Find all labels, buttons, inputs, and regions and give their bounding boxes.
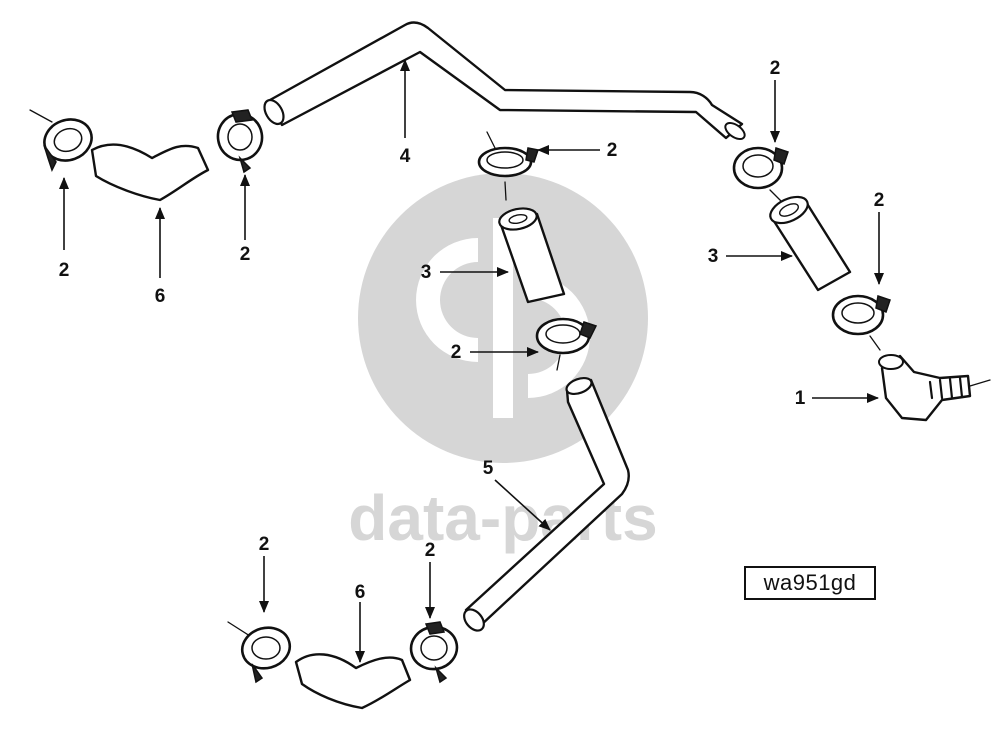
- callout-3: 3: [421, 262, 432, 283]
- callout-3: 3: [708, 246, 719, 267]
- callout-1: 1: [795, 388, 806, 409]
- callout-2: 2: [59, 260, 70, 281]
- hose-clamp: [477, 131, 539, 201]
- hose-clamp: [409, 621, 459, 684]
- hose-clamp: [535, 317, 598, 371]
- callout-2: 2: [425, 540, 436, 561]
- hose-clamp: [43, 118, 93, 172]
- callout-2: 2: [240, 244, 251, 265]
- hose-clamp: [831, 294, 891, 351]
- hose-clamp: [216, 109, 264, 174]
- leader-arrows: [59, 59, 884, 663]
- elbow-fitting: [878, 354, 991, 422]
- callout-6: 6: [355, 582, 366, 603]
- callout-5: 5: [483, 458, 494, 479]
- hose-clamp: [732, 146, 789, 203]
- hose-clamp: [240, 626, 292, 684]
- callout-2: 2: [874, 190, 885, 211]
- reference-code-box: wa951gd: [744, 566, 876, 600]
- callout-2: 2: [451, 342, 462, 363]
- short-hose-sleeve: [769, 195, 852, 292]
- callout-labels: 2 6 2 4 2 3 2 2 2 3 1 5 2 6 2: [59, 58, 885, 603]
- long-hose: [263, 21, 746, 140]
- callout-2: 2: [770, 58, 781, 79]
- callout-6: 6: [155, 286, 166, 307]
- elbow-hose-bottom: [227, 621, 412, 710]
- callout-2: 2: [607, 140, 618, 161]
- callout-4: 4: [400, 146, 411, 167]
- callout-2: 2: [259, 534, 270, 555]
- elbow-hose-top-left: [29, 109, 210, 202]
- reference-code: wa951gd: [763, 570, 857, 595]
- short-hose-sleeve: [498, 207, 566, 304]
- bent-hose-long: [463, 376, 630, 632]
